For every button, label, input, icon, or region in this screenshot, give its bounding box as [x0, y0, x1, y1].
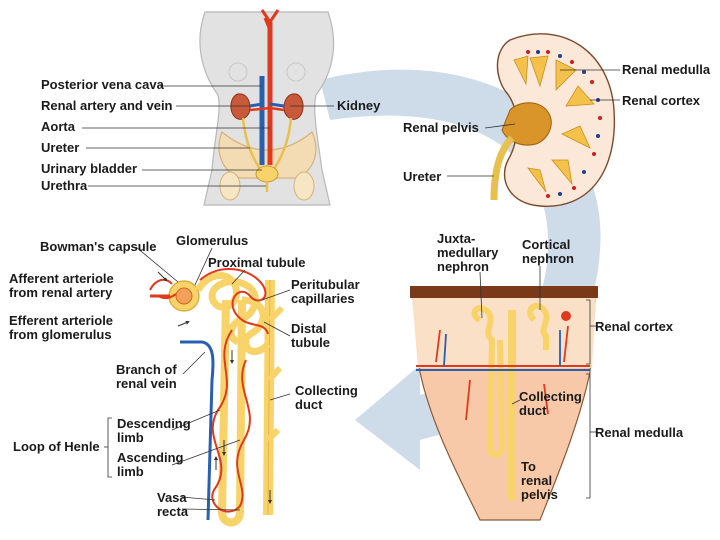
- label-juxtamedullary-nephron: Juxta- medullary nephron: [437, 231, 499, 274]
- label-branch-renal-vein: Branch of renal vein: [116, 362, 177, 391]
- label-afferent-arteriole: Afferent arteriole from renal artery: [9, 271, 114, 300]
- label-renal-medulla-top: Renal medulla: [622, 62, 711, 77]
- label-cortical-nephron: Cortical nephron: [522, 237, 574, 266]
- label-collecting-duct-nephron: Collecting duct: [295, 383, 358, 412]
- label-loop-of-henle: Loop of Henle: [13, 439, 100, 454]
- renal-section: [410, 266, 598, 521]
- label-ascending-limb: Ascending limb: [117, 450, 184, 479]
- label-renal-pelvis: Renal pelvis: [403, 120, 479, 135]
- label-distal-tubule: Distal tubule: [291, 321, 330, 350]
- label-aorta: Aorta: [41, 119, 75, 134]
- label-to-renal-pelvis: To renal pelvis: [521, 459, 558, 502]
- label-renal-cortex-section: Renal cortex: [595, 319, 674, 334]
- label-ureter-kidney: Ureter: [403, 169, 442, 184]
- label-glomerulus: Glomerulus: [176, 233, 249, 248]
- label-renal-medulla-section: Renal medulla: [595, 425, 684, 440]
- label-proximal-tubule: Proximal tubule: [208, 255, 306, 270]
- label-collecting-duct-section: Collecting duct: [519, 389, 582, 418]
- label-posterior-vena-cava: Posterior vena cava: [41, 77, 164, 92]
- label-urinary-bladder: Urinary bladder: [41, 161, 138, 176]
- nephron-diagram: [104, 246, 291, 527]
- human-body-figure: [82, 9, 335, 206]
- label-renal-cortex-top: Renal cortex: [622, 93, 701, 108]
- label-efferent-arteriole: Efferent arteriole from glomerulus: [9, 313, 114, 342]
- label-kidney: Kidney: [337, 98, 381, 113]
- label-ureter-body: Ureter: [41, 140, 80, 155]
- label-bowmans-capsule: Bowman's capsule: [40, 239, 157, 254]
- label-descending-limb: Descending limb: [117, 416, 191, 445]
- label-renal-artery-vein: Renal artery and vein: [41, 98, 173, 113]
- label-urethra: Urethra: [41, 178, 88, 193]
- label-peritubular-capillaries: Peritubular capillaries: [291, 277, 360, 306]
- label-vasa-recta: Vasa recta: [157, 490, 189, 519]
- kidney-cross-section: [447, 33, 620, 207]
